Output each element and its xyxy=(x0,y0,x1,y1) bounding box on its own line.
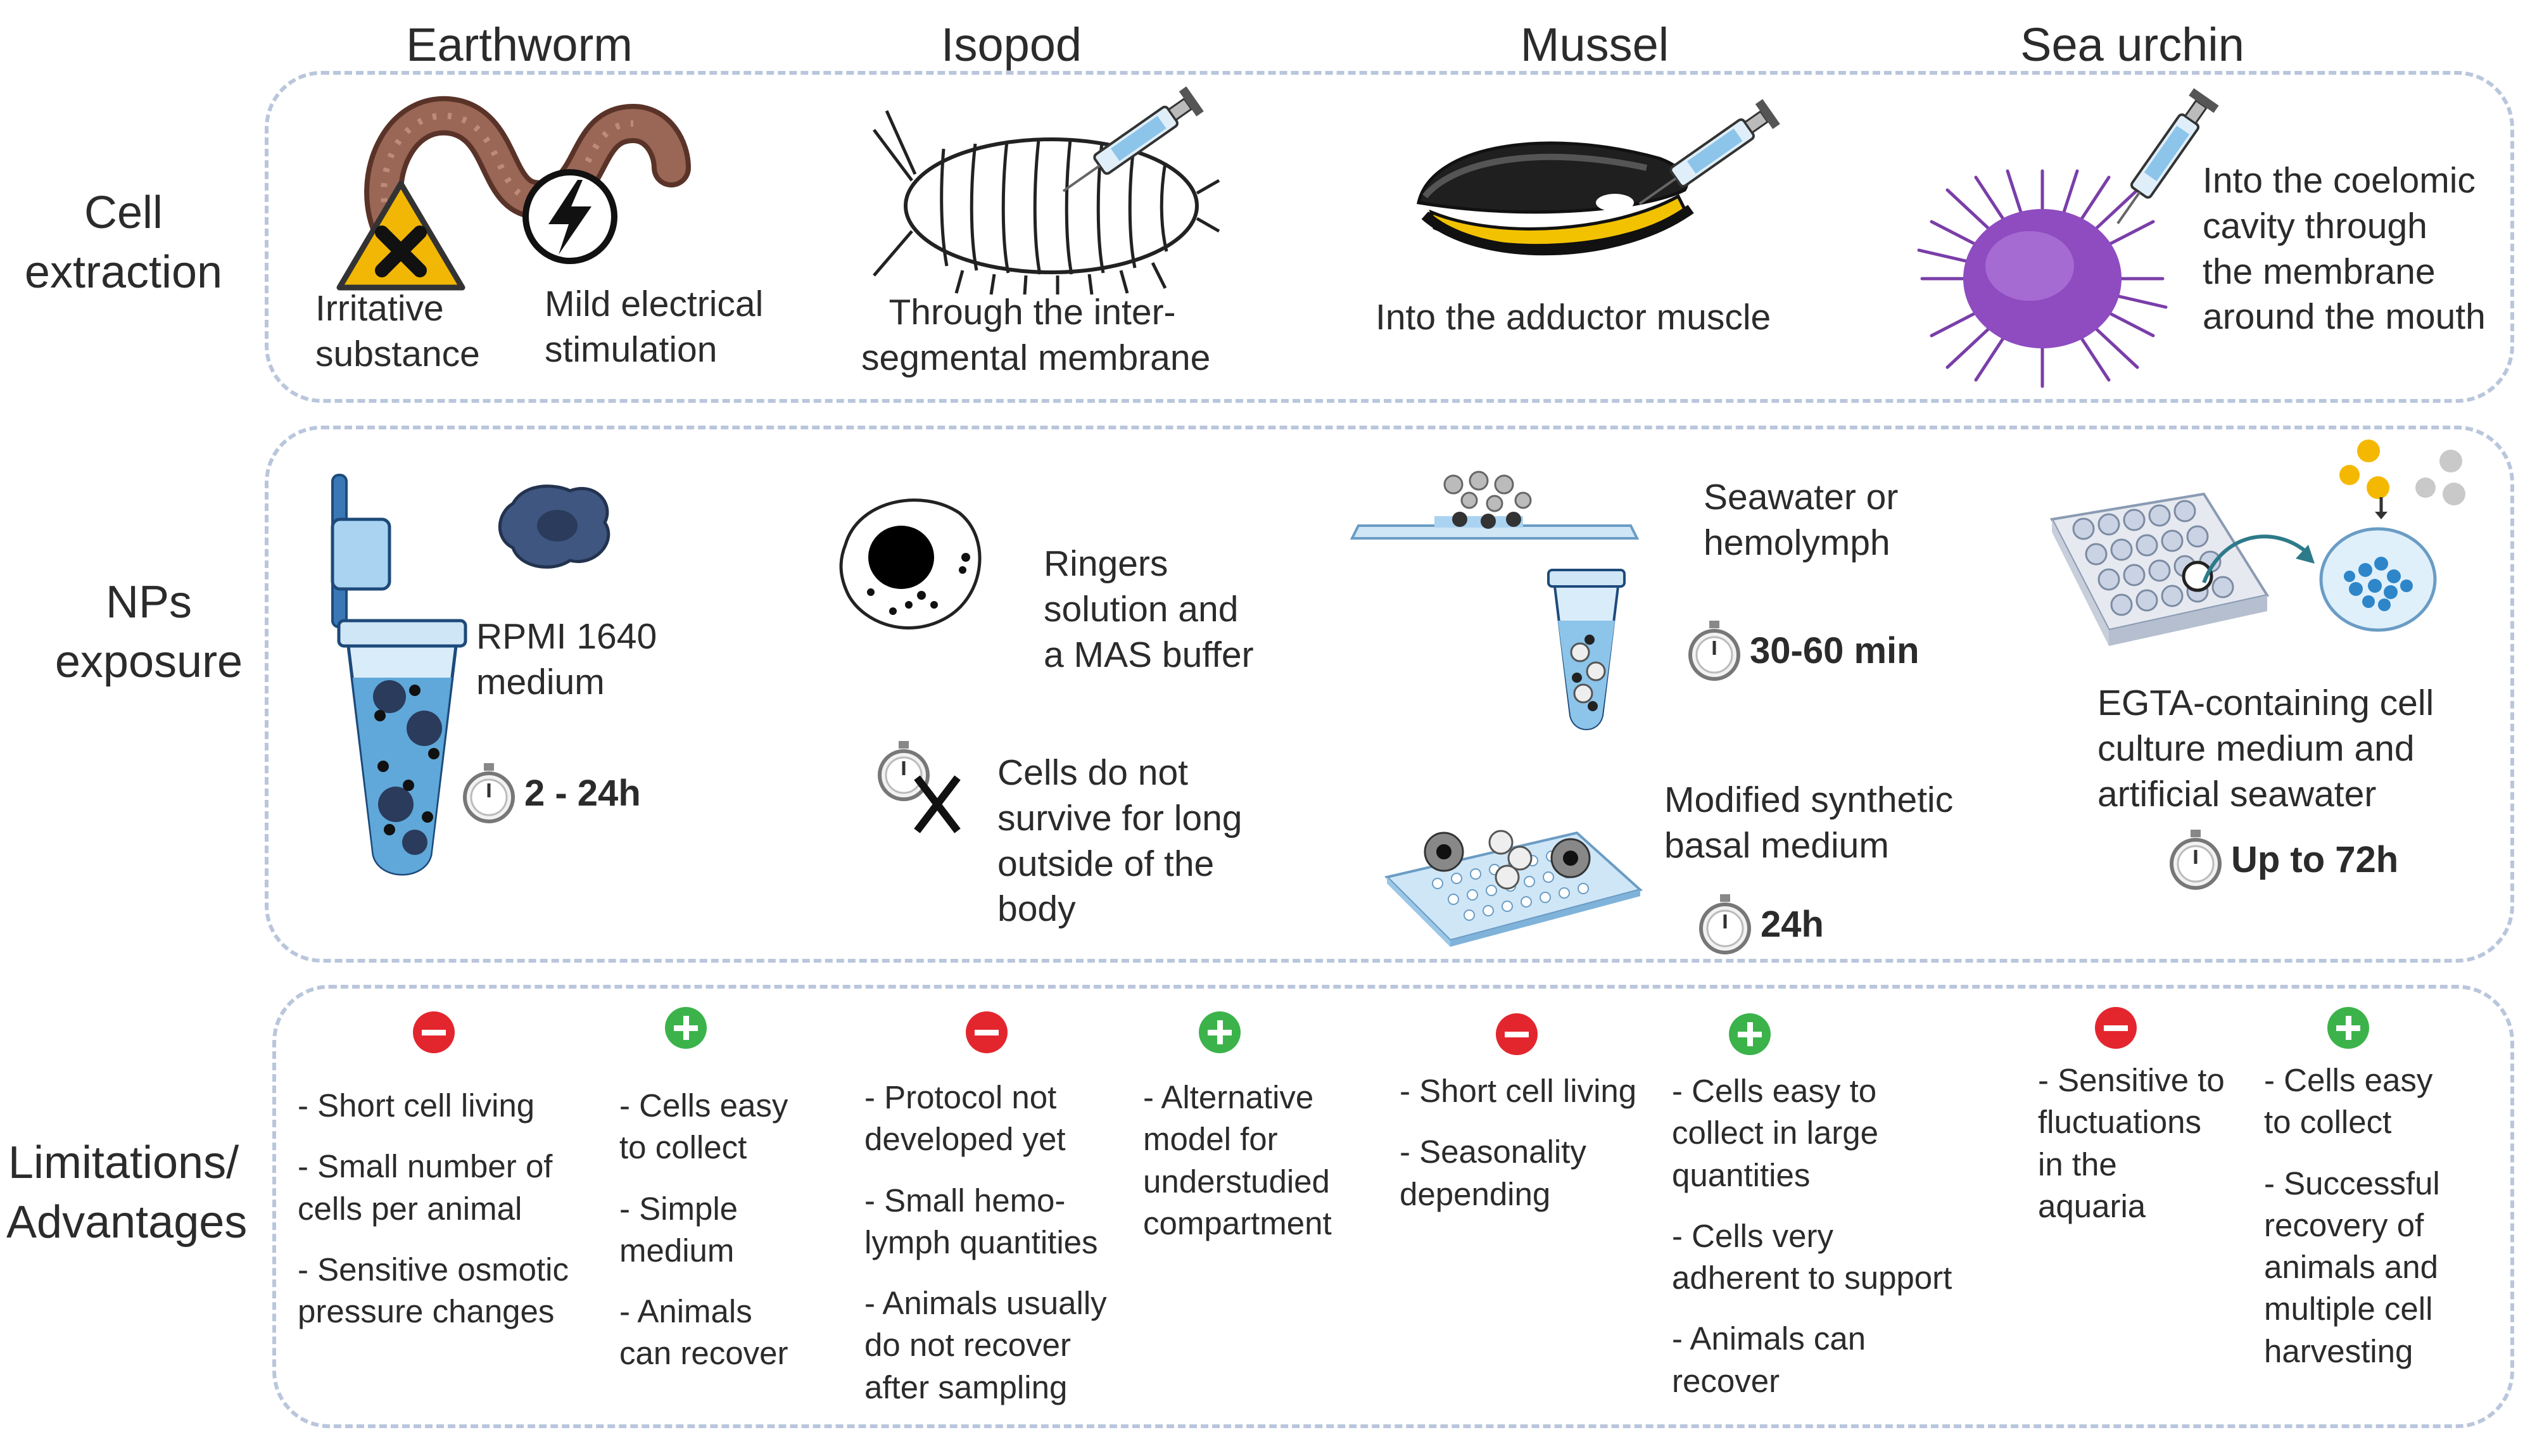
mussel-tube-icon xyxy=(1547,569,1626,730)
column-title-mussel: Mussel xyxy=(1520,18,1669,71)
petri-dish-icon xyxy=(2319,527,2437,632)
plus-icon xyxy=(1729,1013,1771,1055)
panel-nps-exposure xyxy=(265,426,2514,963)
isopod-medium-label: Ringers solution and a MAS buffer xyxy=(1044,543,1254,675)
panel-cell-extraction xyxy=(265,71,2514,403)
row-label-cell-extraction: Cell extraction xyxy=(24,187,223,298)
cross-icon xyxy=(914,775,961,833)
plus-icon xyxy=(1199,1011,1241,1053)
lightning-icon xyxy=(522,169,617,264)
mussel-time: 30-60 min xyxy=(1688,621,1920,681)
urchin-medium-label: EGTA-containing cell culture medium and … xyxy=(2097,683,2434,814)
mussel-advantages-list: - Cells easy to collect in large quantit… xyxy=(1672,1073,1952,1399)
earthworm-advantages-list: - Cells easy to collect - Simple medium … xyxy=(619,1087,788,1372)
isopod-stopwatch-icon xyxy=(878,741,930,801)
column-title-sea-urchin: Sea urchin xyxy=(2020,18,2244,71)
arrow-icon xyxy=(2202,535,2315,584)
stopwatch-icon xyxy=(1688,621,1740,681)
urchin-well-plate-icon xyxy=(2049,492,2270,646)
mussel-syringe-icon xyxy=(1638,99,1780,205)
isopod-icon xyxy=(873,110,1220,295)
minus-icon xyxy=(1496,1013,1538,1055)
nanoparticles-icon xyxy=(2339,440,2465,519)
mussel-medium2-label: Modified synthetic basal medium xyxy=(1664,780,1954,866)
mussel-limitations-list: - Short cell living - Seasonality depend… xyxy=(1400,1073,1637,1212)
urchin-advantages-list: - Cells easy to collect - Successful rec… xyxy=(2264,1062,2440,1369)
isopod-survival-note: Cells do not survive for long outside of… xyxy=(997,752,1243,930)
minus-icon xyxy=(413,1011,455,1053)
isopod-extraction-label: Through the inter- segmental membrane xyxy=(861,292,1211,378)
stopwatch-icon xyxy=(2170,830,2222,890)
earthworm-medium-label: RPMI 1640 medium xyxy=(476,616,657,702)
mussel-time2-value: 24h xyxy=(1761,903,1824,945)
earthworm-electrical-label: Mild electrical stimulation xyxy=(545,284,764,370)
urchin-time: Up to 72h xyxy=(2169,830,2398,890)
mussel-extraction-label: Into the adductor muscle xyxy=(1376,297,1771,338)
hazard-icon xyxy=(336,180,465,291)
mussel-icon xyxy=(1416,141,1694,256)
earthworm-time: 2 - 24h xyxy=(462,763,641,824)
earthworm-irritative-label: Irritative substance xyxy=(315,288,480,374)
plus-icon xyxy=(2327,1007,2369,1049)
stopwatch-icon xyxy=(463,763,515,823)
tube-icon xyxy=(331,474,467,876)
sea-urchin-extraction-label: Into the coelomic cavity through the mem… xyxy=(2203,160,2486,338)
urchin-syringe-icon xyxy=(2116,88,2219,225)
isopod-cell-icon xyxy=(839,498,982,630)
urchin-limitations-list: - Sensitive to fluctuations in the aquar… xyxy=(2038,1062,2225,1224)
earthworm-limitations-list: - Short cell living - Small number of ce… xyxy=(298,1087,569,1330)
row-label-limitations: Limitations/ Advantages xyxy=(6,1137,248,1248)
cell-icon xyxy=(498,484,610,569)
column-title-earthworm: Earthworm xyxy=(406,18,633,71)
minus-icon xyxy=(2095,1007,2137,1049)
mussel-time-value: 30-60 min xyxy=(1750,630,1920,671)
row-label-nps-exposure: NPs exposure xyxy=(54,577,243,687)
mussel-medium-label: Seawater or hemolymph xyxy=(1704,477,1899,563)
slide-icon xyxy=(1350,471,1640,540)
minus-icon xyxy=(966,1011,1008,1053)
plus-icon xyxy=(665,1007,707,1049)
stopwatch-icon xyxy=(1699,894,1751,954)
isopod-limitations-list: - Protocol not developed yet - Small hem… xyxy=(864,1079,1107,1405)
earthworm-time-value: 2 - 24h xyxy=(524,772,641,814)
earthworm-icon xyxy=(364,96,691,251)
mussel-time2: 24h xyxy=(1698,894,1824,955)
isopod-advantages-list: - Alternative model for understudied com… xyxy=(1143,1079,1332,1241)
panel-limitations xyxy=(272,985,2514,1428)
syringe-icon xyxy=(1062,86,1204,193)
column-title-isopod: Isopod xyxy=(940,18,1082,71)
sea-urchin-icon xyxy=(1917,169,2168,388)
well-plate-icon xyxy=(1384,830,1643,947)
urchin-time-value: Up to 72h xyxy=(2231,839,2399,880)
